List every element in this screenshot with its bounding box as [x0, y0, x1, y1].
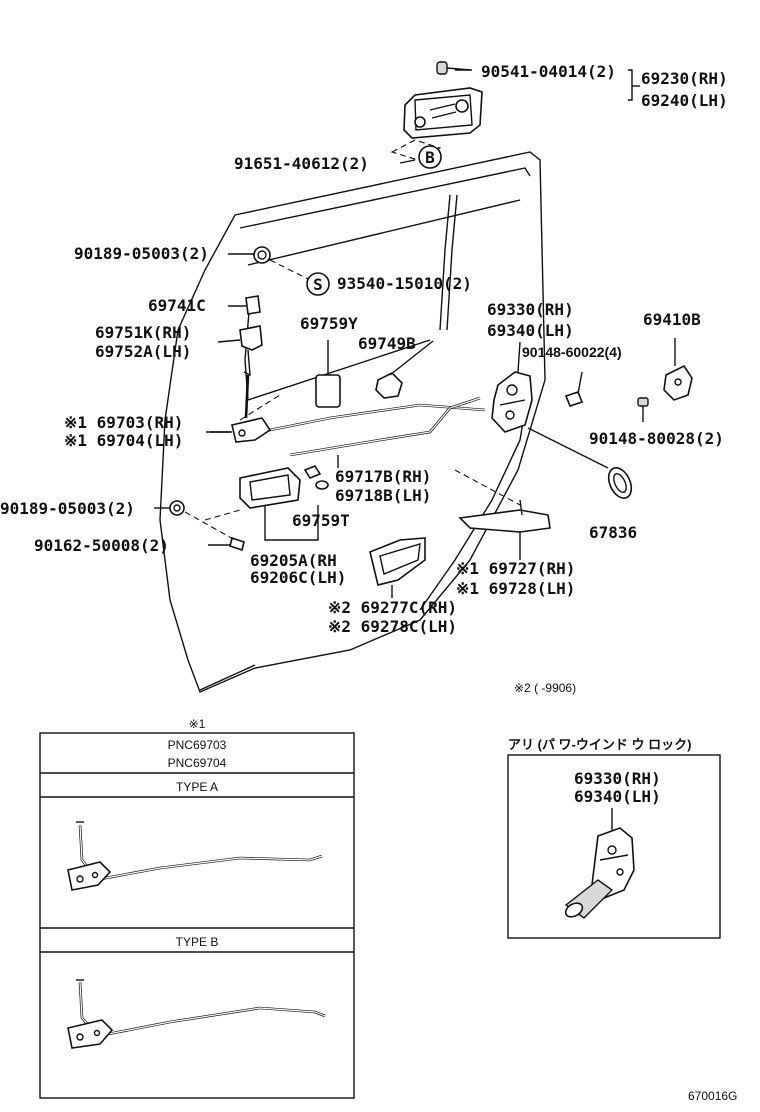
- label-69703: ※1 69703(RH): [64, 413, 183, 432]
- label-69741: 69741C: [148, 296, 206, 315]
- label-69205: 69205A(RH: [250, 551, 337, 570]
- table-mark: ※1: [189, 717, 206, 731]
- label-90148-80028: 90148-80028(2): [589, 429, 724, 448]
- footnote-2: ※2 ( -9906): [514, 681, 576, 695]
- label-69717: 69717B(RH): [335, 467, 431, 486]
- label-69727: ※1 69727(RH): [456, 559, 575, 578]
- label-69752: 69752A(LH): [95, 342, 191, 361]
- inset-title: アリ (パ ワ-ウインド ウ ロック): [508, 737, 691, 752]
- label-69410b: 69410B: [643, 310, 701, 329]
- label-69240: 69240(LH): [641, 91, 728, 110]
- figure-code: 670016G: [688, 1089, 737, 1103]
- handle-69205a-drawing: [239, 467, 319, 541]
- clip-90189-bottom: [169, 500, 185, 516]
- label-69278: ※2 69278C(LH): [328, 617, 457, 636]
- label-69728: ※1 69728(LH): [456, 579, 575, 598]
- power-lock-inset: アリ (パ ワ-ウインド ウ ロック) 69330(RH) 69340(LH): [507, 737, 721, 939]
- table-type-b: TYPE B: [176, 935, 219, 949]
- label-69759t: 69759T: [292, 511, 350, 530]
- clip-69741-drawing: [245, 295, 261, 315]
- pnc-reference-table: ※1 PNC69703 PNC69704 TYPE A TYPE B: [39, 717, 355, 1099]
- marker-b-text: B: [425, 148, 435, 167]
- label-69330: 69330(RH): [487, 300, 574, 319]
- part-69759t-drawing: [303, 465, 329, 490]
- label-69206: 69206C(LH): [250, 568, 346, 587]
- handle-69751-drawing: [239, 325, 263, 377]
- table-pnc69704: PNC69704: [168, 756, 227, 770]
- label-90189-bottom: 90189-05003(2): [0, 499, 135, 518]
- label-91651: 91651-40612(2): [234, 154, 369, 173]
- door-panel-outline: [159, 151, 546, 693]
- label-69751: 69751K(RH): [95, 323, 191, 342]
- label-90189-top: 90189-05003(2): [74, 244, 209, 263]
- clip-90189-top: [253, 246, 271, 264]
- clip-69749b-drawing: [375, 372, 403, 399]
- marker-s-text: S: [313, 275, 323, 294]
- striker-69230-drawing: [390, 61, 483, 161]
- marker-b: B: [418, 145, 442, 169]
- marker-s: S: [306, 272, 330, 296]
- inset-label-69330: 69330(RH): [574, 769, 661, 788]
- screw-90148-60022: [564, 371, 584, 407]
- label-69340: 69340(LH): [487, 321, 574, 340]
- cover-67836-drawing: [527, 427, 633, 499]
- type-a-linkage-drawing: [67, 821, 323, 891]
- door-lock-69330-drawing: [491, 371, 533, 433]
- part-69759y-drawing: [315, 340, 341, 408]
- inside-handle-69277c-drawing: [369, 537, 426, 598]
- label-69704: ※1 69704(LH): [64, 431, 183, 450]
- label-93540: 93540-15010(2): [337, 274, 472, 293]
- control-69727-drawing: [454, 469, 551, 560]
- label-69749b: 69749B: [358, 334, 416, 353]
- screw-90148-80028: [637, 397, 649, 422]
- label-90162: 90162-50008(2): [34, 536, 169, 555]
- label-69718: 69718B(LH): [335, 486, 431, 505]
- label-69759y: 69759Y: [300, 314, 358, 333]
- label-69230: 69230(RH): [641, 69, 728, 88]
- label-69277: ※2 69277C(RH): [328, 598, 457, 617]
- table-type-a: TYPE A: [176, 780, 218, 794]
- rod-assembly: [244, 374, 486, 457]
- label-90541: 90541-04014(2): [481, 62, 616, 81]
- type-b-linkage-drawing: [67, 979, 326, 1049]
- table-pnc69703: PNC69703: [168, 738, 227, 752]
- leader-lines: [154, 69, 640, 546]
- bolt-90162: [229, 536, 245, 552]
- inset-label-69340: 69340(LH): [574, 787, 661, 806]
- label-90148-60022: 90148-60022(4): [522, 344, 622, 360]
- striker-69410b-drawing: [663, 338, 693, 401]
- label-67836: 67836: [589, 523, 637, 542]
- linkage-69703-drawing: [210, 417, 272, 443]
